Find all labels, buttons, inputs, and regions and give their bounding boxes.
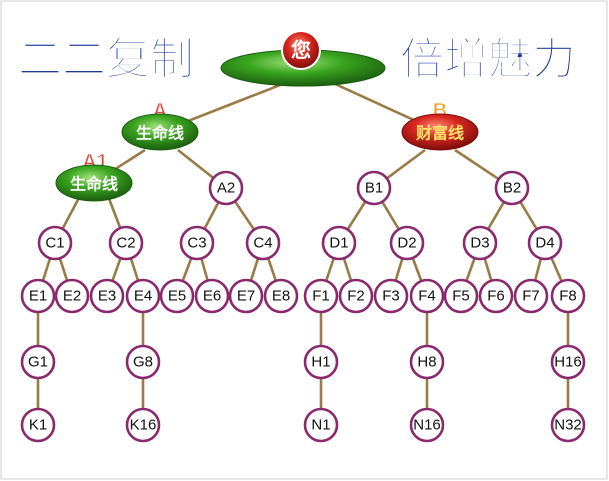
root-node: 您	[220, 30, 386, 87]
svg-text:D4: D4	[535, 235, 554, 252]
svg-text:F7: F7	[522, 288, 540, 305]
node-f8: F8	[550, 278, 586, 314]
svg-text:G8: G8	[133, 354, 153, 371]
node-c4: C4	[245, 225, 281, 261]
node-f3: F3	[373, 278, 409, 314]
node-d3: D3	[462, 225, 498, 261]
node-e3: E3	[89, 278, 125, 314]
node-d4: D4	[527, 225, 563, 261]
node-d1: D1	[321, 225, 357, 261]
branch-a-node: A 生命线	[121, 100, 199, 151]
svg-text:H16: H16	[554, 354, 582, 371]
branch-b-label: 财富线	[415, 124, 464, 143]
svg-text:C2: C2	[116, 235, 135, 252]
title-left: 二二复制	[18, 34, 194, 85]
svg-text:N32: N32	[554, 417, 582, 434]
svg-text:F3: F3	[382, 288, 400, 305]
svg-text:F1: F1	[312, 288, 330, 305]
node-c2: C2	[108, 225, 144, 261]
svg-text:C1: C1	[45, 235, 64, 252]
node-f6: F6	[478, 278, 514, 314]
node-g8: G8	[125, 344, 161, 380]
node-f1: F1	[303, 278, 339, 314]
svg-text:C4: C4	[253, 235, 272, 252]
node-g1: G1	[20, 344, 56, 380]
node-e2: E2	[54, 278, 90, 314]
node-f5: F5	[443, 278, 479, 314]
node-k16: K16	[125, 407, 161, 443]
svg-text:E6: E6	[203, 288, 221, 305]
node-e7: E7	[228, 278, 264, 314]
svg-text:C3: C3	[187, 235, 206, 252]
svg-text:E2: E2	[63, 288, 81, 305]
svg-text:E3: E3	[98, 288, 116, 305]
node-n1: N1	[303, 407, 339, 443]
svg-text:F5: F5	[452, 288, 470, 305]
svg-text:N16: N16	[413, 417, 441, 434]
node-k1: K1	[20, 407, 56, 443]
node-n32: N32	[550, 407, 586, 443]
svg-text:E5: E5	[168, 288, 186, 305]
svg-text:E4: E4	[134, 288, 152, 305]
node-b1: B1	[356, 170, 392, 206]
svg-text:D1: D1	[329, 235, 348, 252]
svg-text:G1: G1	[28, 354, 48, 371]
svg-text:E8: E8	[272, 288, 290, 305]
svg-text:D3: D3	[470, 235, 489, 252]
node-e6: E6	[194, 278, 230, 314]
svg-text:B2: B2	[503, 180, 521, 197]
svg-text:F6: F6	[487, 288, 505, 305]
svg-text:F8: F8	[559, 288, 577, 305]
title-right: 倍增魅力	[400, 34, 576, 85]
svg-text:F2: F2	[347, 288, 365, 305]
branch-a1-node: A1 生命线	[55, 151, 133, 202]
svg-text:D2: D2	[397, 235, 416, 252]
svg-text:N1: N1	[311, 417, 330, 434]
node-e5: E5	[159, 278, 195, 314]
svg-text:E7: E7	[237, 288, 255, 305]
branch-b-node: B 财富线	[401, 100, 479, 151]
node-h16: H16	[550, 344, 586, 380]
node-c3: C3	[179, 225, 215, 261]
svg-text:H1: H1	[311, 354, 330, 371]
node-f4: F4	[409, 278, 445, 314]
root-label: 您	[291, 38, 311, 62]
node-e8: E8	[263, 278, 299, 314]
node-f2: F2	[338, 278, 374, 314]
node-e1: E1	[20, 278, 56, 314]
svg-text:K1: K1	[29, 417, 47, 434]
svg-text:H8: H8	[417, 354, 436, 371]
node-c1: C1	[37, 225, 73, 261]
node-d2: D2	[389, 225, 425, 261]
node-n16: N16	[409, 407, 445, 443]
node-e4: E4	[125, 278, 161, 314]
node-f7: F7	[513, 278, 549, 314]
svg-text:F4: F4	[418, 288, 436, 305]
node-b2: B2	[494, 170, 530, 206]
node-a2: A2	[208, 170, 244, 206]
branch-a-label: 生命线	[136, 124, 184, 143]
svg-text:A2: A2	[217, 180, 235, 197]
branch-a1-label: 生命线	[70, 175, 118, 194]
node-h1: H1	[303, 344, 339, 380]
svg-text:B1: B1	[365, 180, 383, 197]
node-h8: H8	[409, 344, 445, 380]
svg-text:K16: K16	[130, 417, 157, 434]
svg-text:E1: E1	[29, 288, 47, 305]
